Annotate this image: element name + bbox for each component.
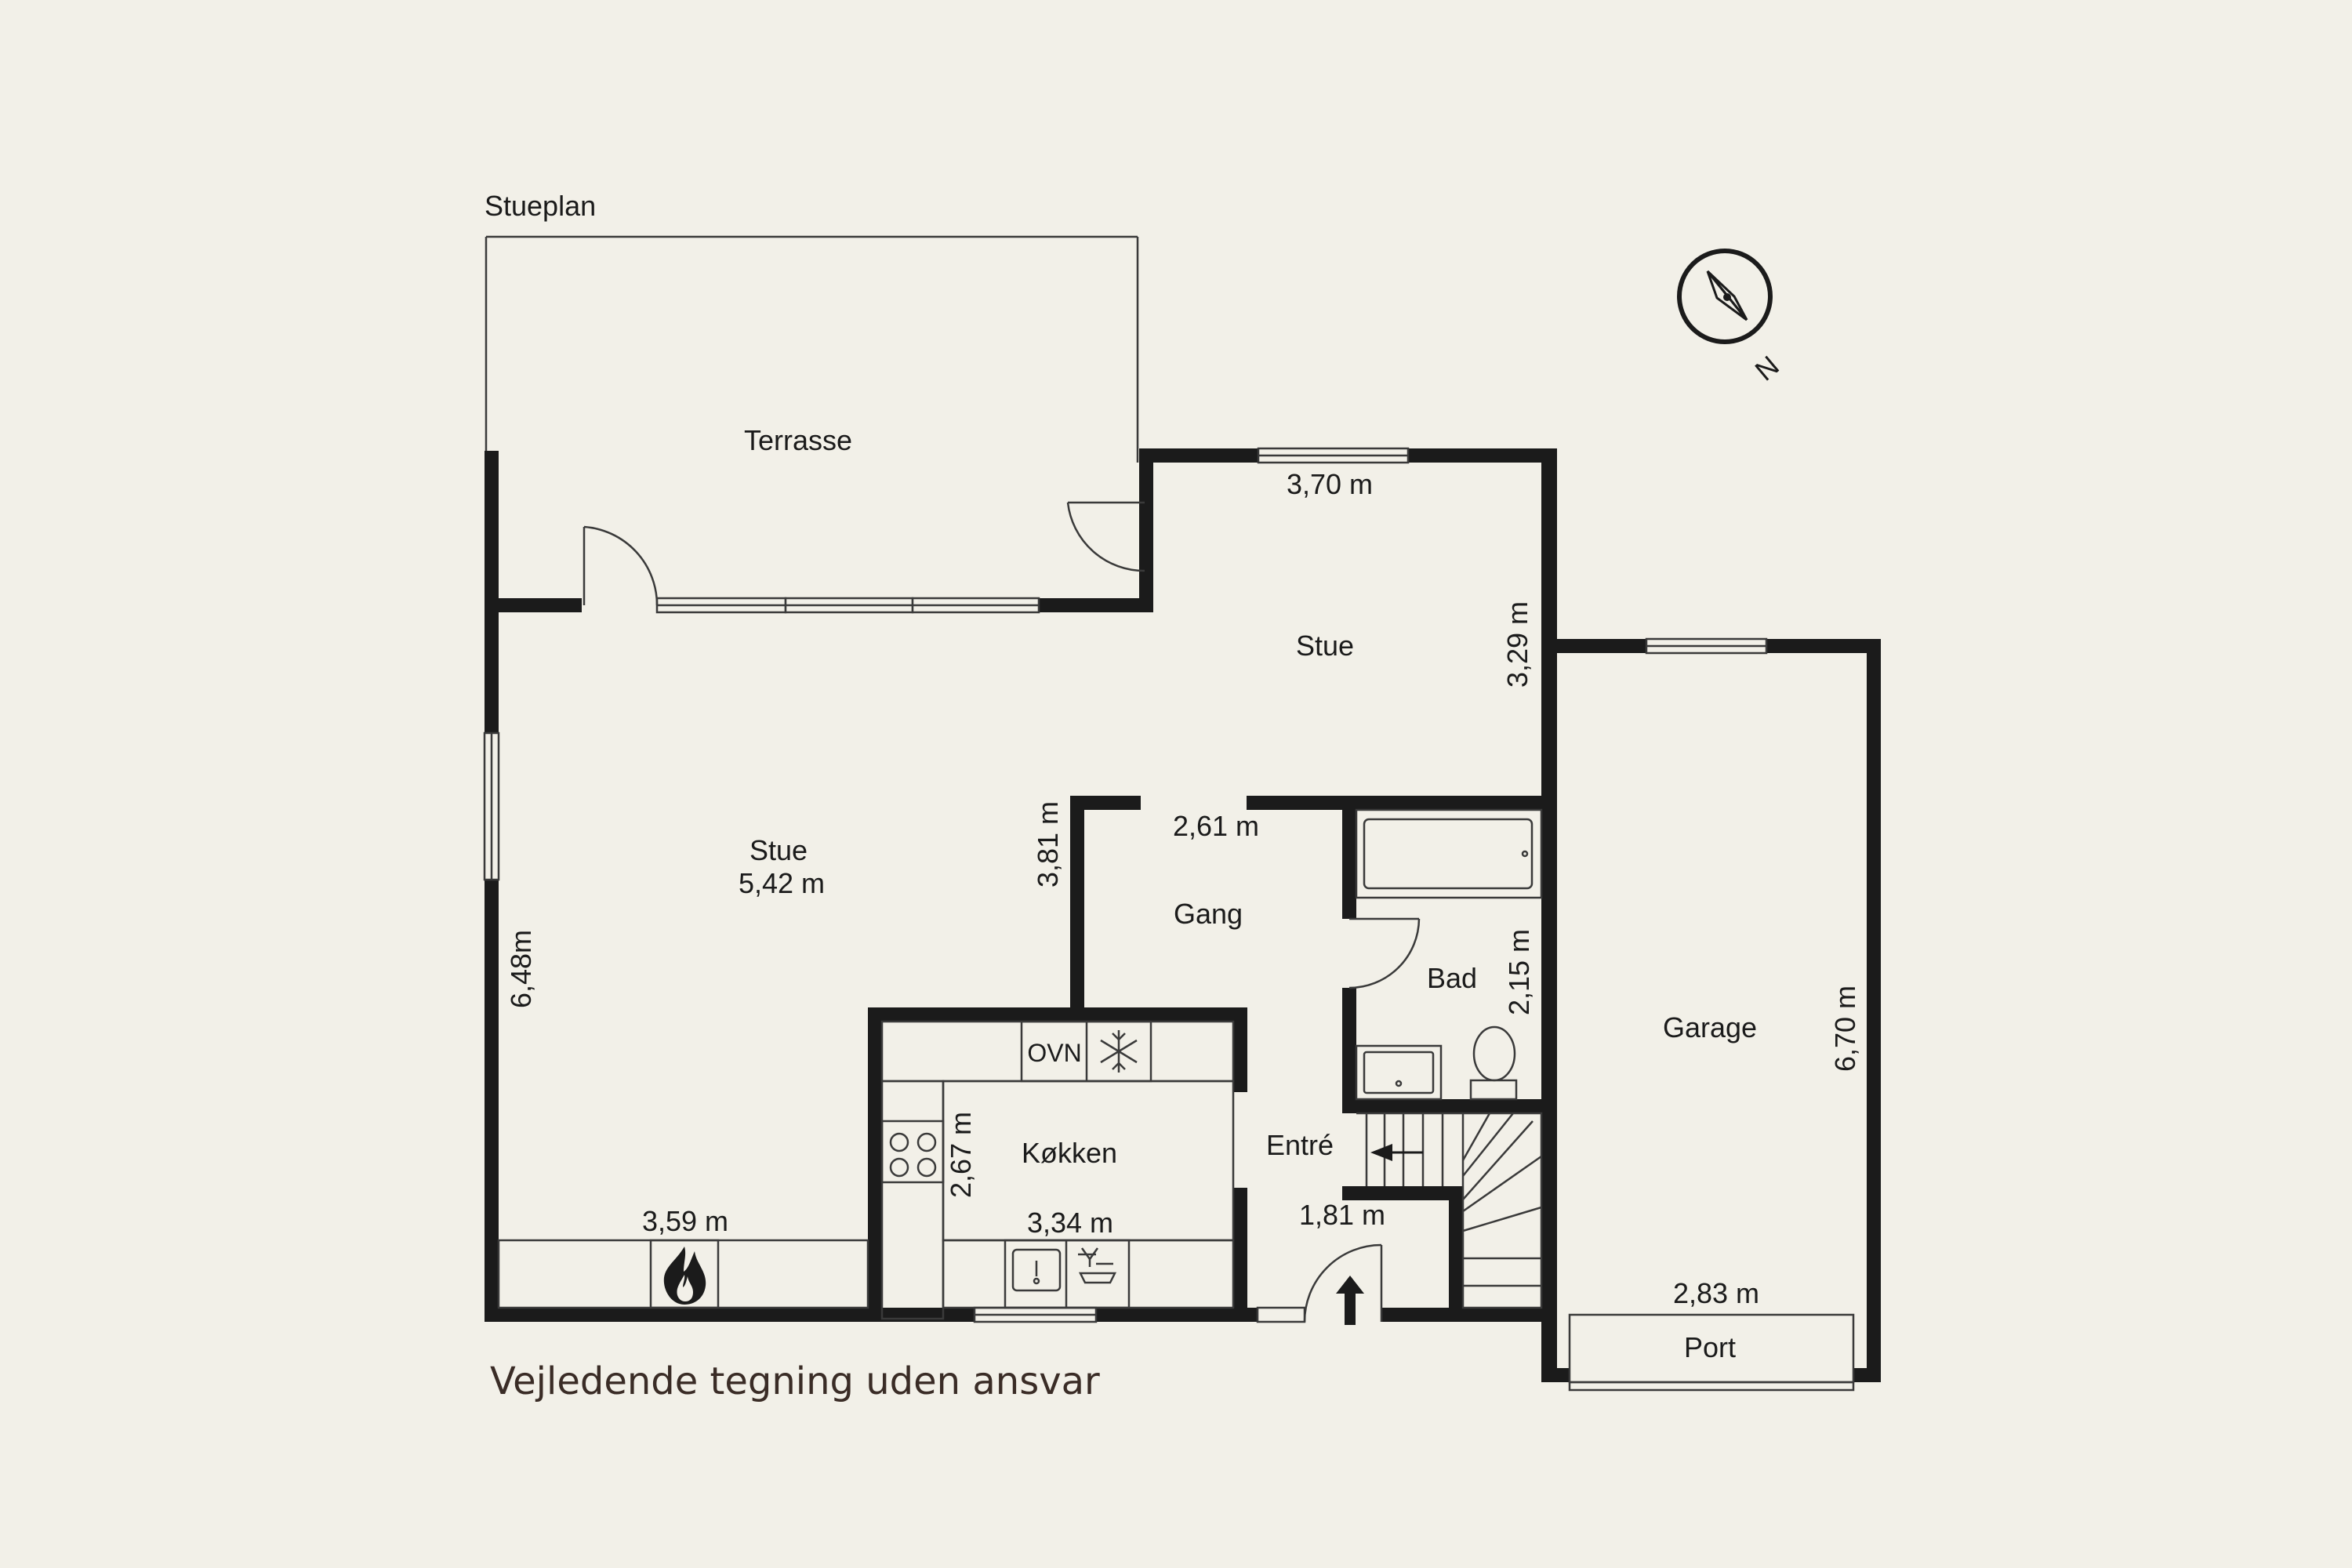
garage-port bbox=[1568, 1313, 1855, 1392]
room-label-stue-main: Stue bbox=[750, 834, 808, 866]
sink-icon bbox=[1011, 1248, 1062, 1292]
exterior-walls bbox=[485, 448, 1881, 1382]
compass-icon bbox=[1677, 249, 1773, 344]
stove-icon bbox=[889, 1132, 937, 1178]
entrance-arrow-icon bbox=[1336, 1276, 1364, 1325]
disclaimer-text: Vejledende tegning uden ansvar bbox=[490, 1359, 1100, 1403]
bathtub-icon bbox=[1355, 808, 1543, 899]
compass-north-label: N bbox=[1749, 350, 1785, 387]
dim-koekken-depth: 2,67 m bbox=[945, 1112, 977, 1198]
kitchen-counter-left bbox=[880, 1080, 945, 1320]
dim-gang-width: 2,61 m bbox=[1173, 810, 1259, 842]
dishwasher-icon bbox=[1078, 1247, 1117, 1284]
floor-title: Stueplan bbox=[485, 190, 596, 222]
dim-gang-depth: 3,81 m bbox=[1032, 801, 1064, 887]
stairs-direction-arrow-icon bbox=[1370, 1144, 1423, 1161]
dim-stue-upper-width: 3,70 m bbox=[1287, 468, 1373, 500]
room-label-bad: Bad bbox=[1427, 962, 1477, 994]
dim-stue-upper-depth: 3,29 m bbox=[1501, 601, 1534, 688]
toilet-icon bbox=[1469, 1025, 1518, 1101]
dim-koekken-width: 3,34 m bbox=[1027, 1207, 1113, 1239]
dim-stue-main-depth: 6,48m bbox=[505, 930, 537, 1008]
dim-garage-width: 2,83 m bbox=[1673, 1277, 1759, 1309]
windows bbox=[483, 447, 1768, 1323]
oven-label: OVN bbox=[1027, 1039, 1081, 1067]
stairs-icon bbox=[1356, 1112, 1543, 1309]
freezer-icon bbox=[1100, 1030, 1138, 1073]
interior-walls bbox=[868, 796, 1541, 1322]
room-label-koekken: Køkken bbox=[1022, 1137, 1117, 1169]
room-label-gang: Gang bbox=[1174, 898, 1243, 930]
dim-bad-depth: 2,15 m bbox=[1503, 929, 1535, 1015]
washbasin-icon bbox=[1355, 1044, 1443, 1101]
room-label-terrasse: Terrasse bbox=[744, 424, 852, 456]
room-label-garage: Garage bbox=[1663, 1011, 1757, 1044]
dim-entre-width: 1,81 m bbox=[1299, 1199, 1385, 1231]
fireplace-icon bbox=[663, 1247, 706, 1305]
dim-stue-main-bottom: 3,59 m bbox=[642, 1205, 728, 1237]
kitchen-counter-bottom bbox=[942, 1239, 1235, 1309]
fireplace-bench bbox=[497, 1239, 869, 1309]
room-label-entre: Entré bbox=[1266, 1129, 1334, 1161]
doors bbox=[583, 501, 1421, 1323]
dim-garage-depth: 6,70 m bbox=[1829, 985, 1861, 1072]
room-label-stue-upper: Stue bbox=[1296, 630, 1354, 662]
room-label-port: Port bbox=[1684, 1331, 1736, 1363]
dim-stue-main-width: 5,42 m bbox=[739, 867, 825, 899]
terrace-outline bbox=[485, 235, 1139, 463]
